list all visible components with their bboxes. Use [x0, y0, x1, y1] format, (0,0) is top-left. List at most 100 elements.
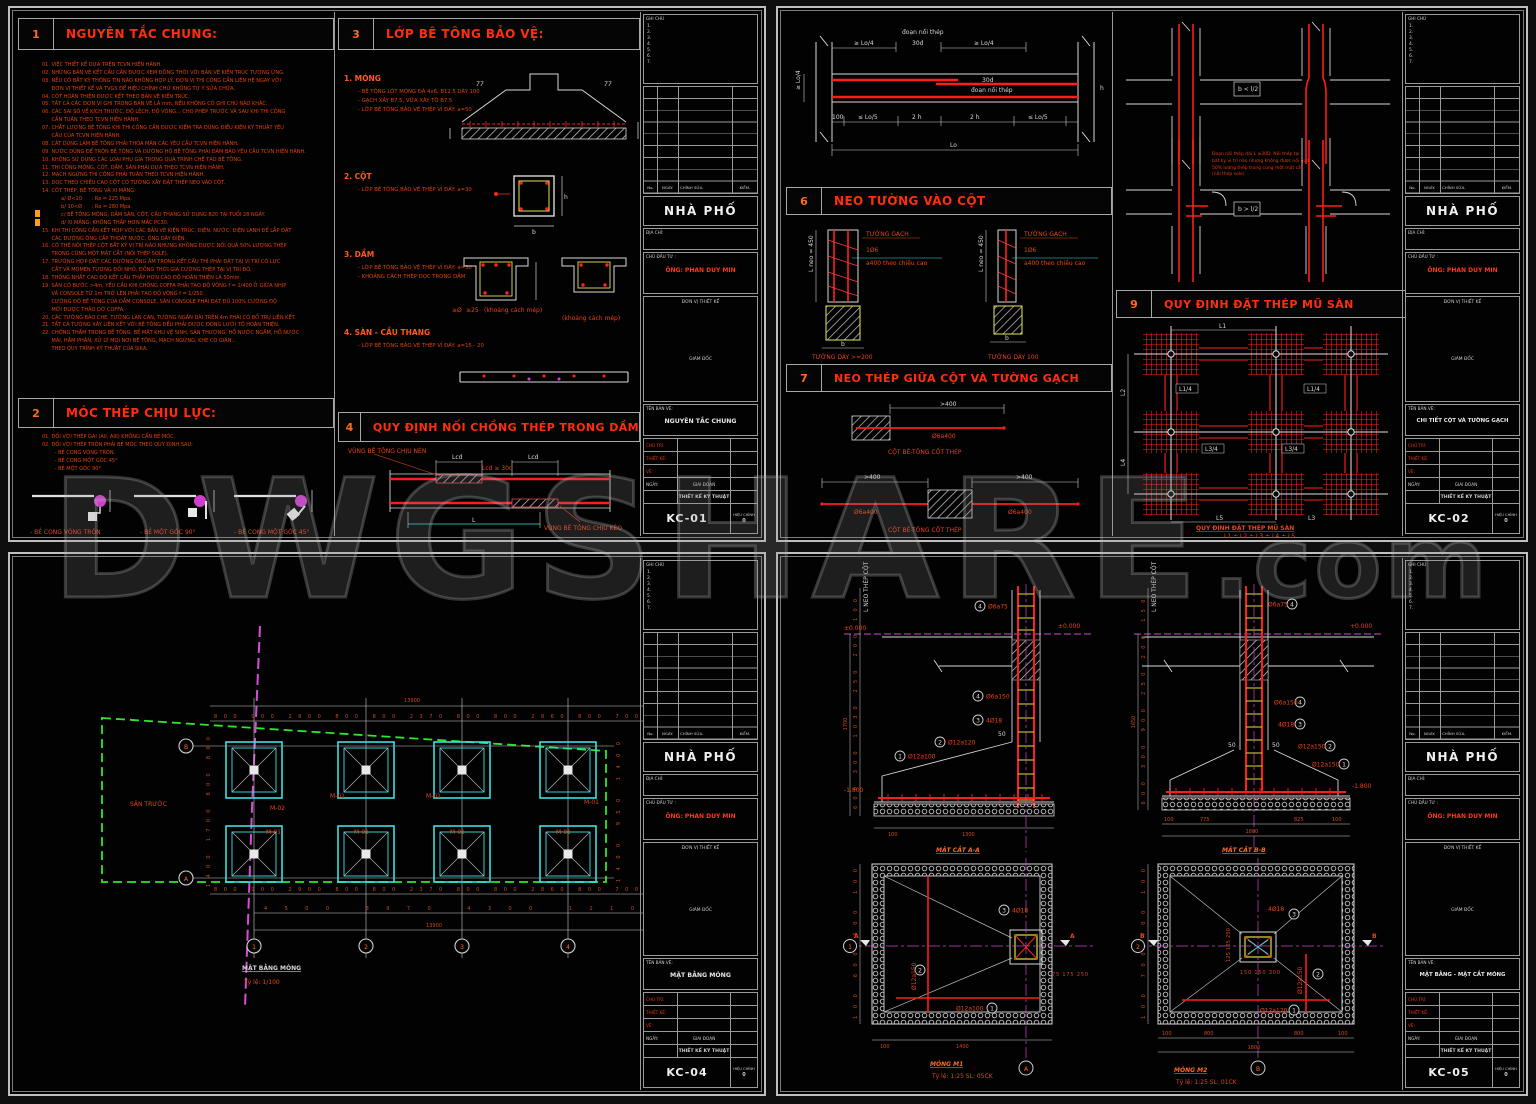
- section-4-header: 4 QUY ĐỊNH NỐI CHỒNG THÉP TRONG DẦM: [338, 412, 640, 442]
- chain-top-dims: 800 900 2900 800 800 2370 800 800 2860 8…: [214, 714, 638, 720]
- marker-B-left: B: [1140, 933, 1145, 940]
- s3-cot-head: 2. CỘT: [344, 172, 372, 181]
- hieu-chinh-label: HIỆU CHỈNH: [1495, 513, 1517, 518]
- section-7-header: 7 NEO THÉP GIỮA CỘT VÀ TƯỜNG GẠCH: [786, 364, 1112, 392]
- bubble-bottom: A: [1024, 1066, 1029, 1073]
- callout-num: 2: [938, 740, 942, 747]
- beam-splice-diagram: Lcd Lcd Lcd ≥ 30d VÙNG BÊ TÔNG CHỊU NÉN …: [348, 447, 622, 532]
- dim-lo5-a: ≤ Lo/5: [858, 114, 878, 121]
- dim-400-2b: >400: [1016, 474, 1033, 481]
- revision-rows: [644, 87, 757, 193]
- cell: [1493, 439, 1519, 451]
- revision-header: No. NGÀY. CHỈNH SỬA. KIỂM.: [1406, 182, 1519, 193]
- doan-noi-thep-2: đoạn nối thép: [971, 87, 1013, 94]
- section-4-number: 4: [339, 413, 361, 441]
- column-divider: [1112, 12, 1113, 536]
- thiet-ke-label: THIẾT KẾ:: [1406, 452, 1440, 464]
- owner-box: CHỦ ĐẦU TƯ : ÔNG: PHAN DUY MIN: [643, 252, 758, 294]
- grid-nodes: [1167, 350, 1355, 498]
- outlines: [874, 590, 1054, 803]
- cell: [731, 993, 757, 1005]
- ge-25-label: ≥25: [466, 307, 479, 314]
- cell: [1440, 993, 1493, 1005]
- lap-splice-rule-diagram: ≥ Lo/4 đoạn nối thép 30d ≥ Lo/4 30d đoạn…: [795, 29, 1104, 156]
- cell: [731, 1045, 757, 1057]
- thiet-ke-label: THIẾT KẾ:: [644, 1006, 678, 1018]
- dim-lo5-b: ≤ Lo/5: [1028, 114, 1048, 121]
- owner-box: CHỦ ĐẦU TƯ : ÔNG: PHAN DUY MIN: [643, 798, 758, 840]
- M2-caption: MÓNG M2: [1174, 1067, 1207, 1074]
- ghi-chu-numbers: 1. 2. 3. 4. 5. 6. 7.: [647, 24, 652, 65]
- footing-inner: [883, 875, 1041, 1013]
- thiet-ke-label: THIẾT KẾ:: [1406, 1006, 1440, 1018]
- cell: [1493, 452, 1519, 464]
- dim-400-1: >400: [940, 401, 957, 408]
- bot-dim: 100: [880, 1044, 890, 1050]
- titleblock-kc01: GHI CHÚ 1. 2. 3. 4. 5. 6. 7. No. NGÀY. C…: [640, 12, 760, 536]
- bot-dim: 800: [1294, 1031, 1304, 1037]
- total-left-dim: 1700: [843, 718, 849, 731]
- cell: [678, 1019, 731, 1031]
- b-dim-2: b: [1005, 335, 1009, 342]
- sheet-number: KC-01: [644, 504, 731, 533]
- cell: [1493, 491, 1519, 503]
- s3-cot-lines: - LỚP BÊ TÔNG BẢO VỆ THÉP VỈ ĐÁY: a=30: [358, 187, 472, 193]
- don-vi-label: ĐƠN VỊ THIẾT KẾ: [1443, 846, 1482, 851]
- callout-text: Ø6a75: [1268, 602, 1288, 609]
- callout-text: 4Ø18: [1012, 908, 1028, 915]
- rev-chinhsua-label: CHỈNH SỬA.: [680, 731, 704, 736]
- ghi-chu-box: GHI CHÚ 1. 2. 3. 4. 5. 6. 7.: [1405, 560, 1520, 630]
- bottom-dims: 1300: [962, 832, 975, 838]
- section-3-number: 3: [339, 19, 374, 49]
- tuong-gach-1: TƯỜNG GẠCH: [865, 231, 909, 238]
- lcd-30d-label: Lcd ≥ 30d: [482, 465, 513, 472]
- callout-num: 2: [1316, 972, 1320, 979]
- b-dim-1: b: [841, 341, 845, 348]
- quarter-labels: L1/4 L1/4 L3/4 L3/4: [1175, 383, 1327, 454]
- footing-label: M-01: [584, 799, 599, 806]
- beam-protection-diagram: ≥Ø ≥25 (khoảng cách mép) (khoảng cách mé…: [452, 257, 627, 322]
- elevation-right: +0.000: [1350, 623, 1372, 630]
- hieu-chinh-label: HIỆU CHỈNH: [733, 513, 755, 518]
- total-top-dim: 13900: [404, 698, 420, 704]
- callout-text: Ø12a150: [1312, 762, 1340, 769]
- sheet-number: KC-04: [644, 1058, 731, 1087]
- cell: [1493, 465, 1519, 477]
- bottom-dims: 100: [888, 832, 898, 838]
- compression-zone-label: VÙNG BÊ TÔNG CHỊU NÉN: [348, 447, 426, 455]
- rev-kiem-label: KIỂM.: [739, 185, 751, 190]
- rev-kiem-label: KIỂM.: [1501, 731, 1513, 736]
- callout-num: 2: [918, 968, 922, 975]
- cell: [644, 1045, 678, 1057]
- callout-num: 1: [1342, 762, 1346, 769]
- callout-text: Ø6a150: [1274, 700, 1298, 707]
- chu-dau-tu-label: CHỦ ĐẦU TƯ :: [1408, 254, 1438, 259]
- section-markers: B B: [1140, 933, 1377, 946]
- rev-no-label: No.: [647, 731, 654, 736]
- owner-box: CHỦ ĐẦU TƯ : ÔNG: PHAN DUY MIN: [1405, 252, 1520, 294]
- slab-protection-diagram: [459, 371, 629, 383]
- giam-doc-label: GIÁM ĐỐC: [1451, 357, 1474, 363]
- footing-label: M-01: [266, 829, 281, 836]
- owner-name: ÔNG: PHAN DUY MIN: [665, 267, 736, 274]
- dim-2h-b: 2 h: [970, 114, 980, 121]
- dim-50-left: 50: [1228, 742, 1236, 749]
- address-box: ĐỊA CHỈ:: [1405, 228, 1520, 250]
- column-rebar: [1245, 586, 1263, 792]
- section-1-title: NGUYÊN TẮC CHUNG:: [66, 27, 218, 41]
- rev-kiem-label: KIỂM.: [1501, 185, 1513, 190]
- ghi-chu-numbers: 1. 2. 3. 4. 5. 6. 7.: [1409, 24, 1414, 65]
- section-9-header: 9 QUY ĐỊNH ĐẶT THÉP MŨ SÀN: [1116, 290, 1406, 318]
- s3-san-lines: - LỚP BÊ TÔNG BẢO VỆ THÉP VỈ ĐÁY: a=15 -…: [358, 343, 484, 349]
- cell: [1440, 465, 1493, 477]
- signature-table: CHỦ TRÌ: THIẾT KẾ: VẼ: NGÀY:GIAI ĐOẠN TH…: [1405, 992, 1520, 1088]
- tuong-gach-2: TƯỜNG GẠCH: [1023, 231, 1067, 238]
- hook-diagrams: - BẺ CONG VÒNG TRÒN - BẺ MỘT GÓC 90° - B…: [30, 490, 313, 536]
- dim-L3-4b: L3/4: [1285, 446, 1298, 453]
- ngay-label: NGÀY:: [1406, 478, 1440, 490]
